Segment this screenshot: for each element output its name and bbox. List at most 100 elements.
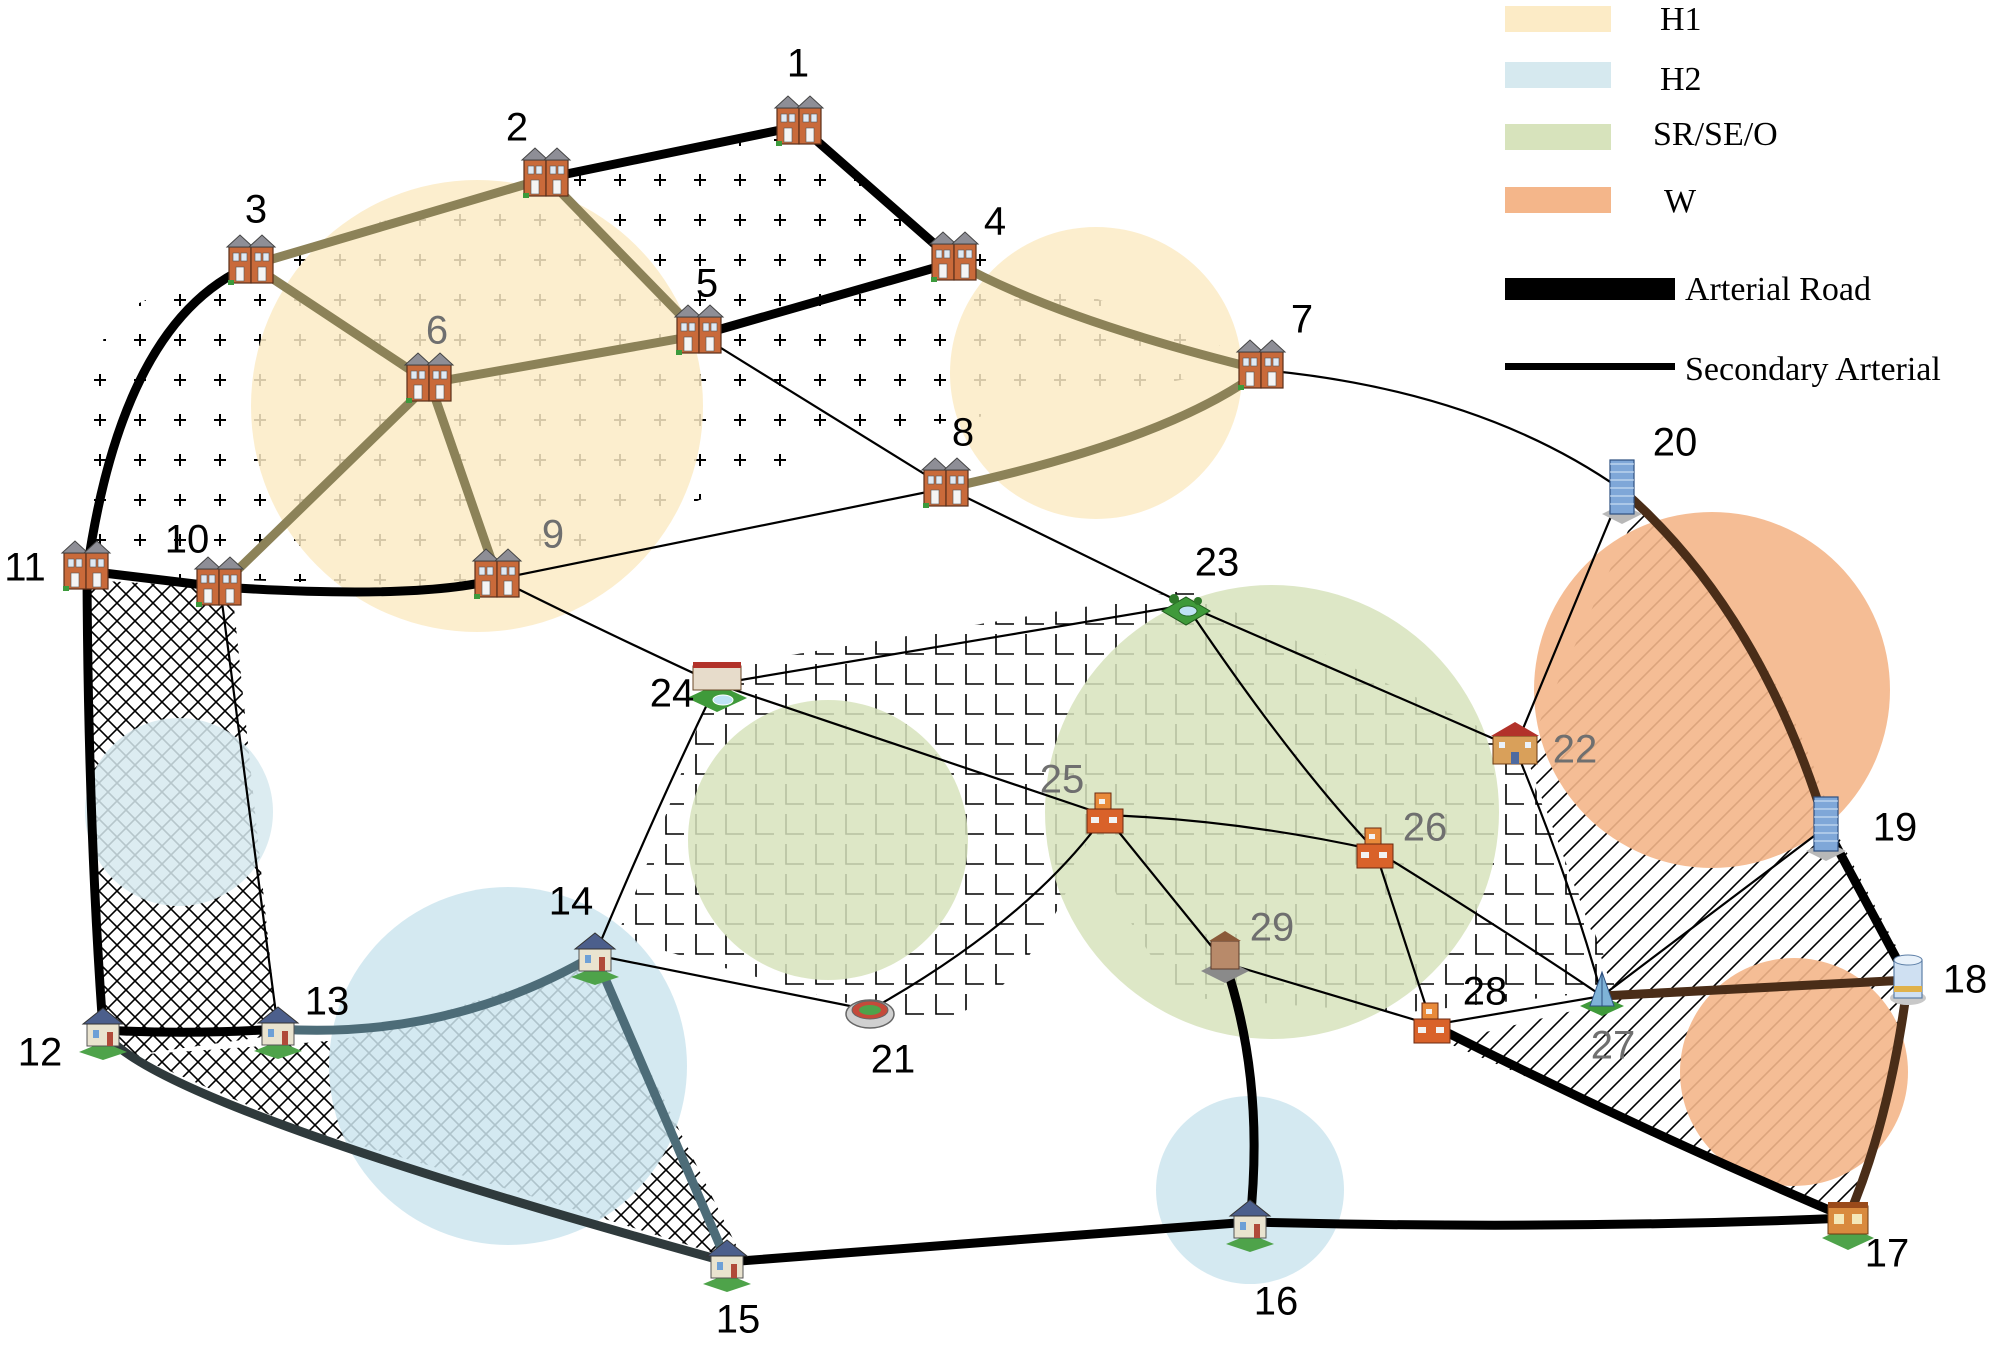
townhouse-icon xyxy=(773,95,825,146)
factory-icon xyxy=(1413,1002,1451,1044)
mall-icon xyxy=(687,662,747,712)
stadium-icon xyxy=(845,999,895,1029)
node-label-9: 9 xyxy=(542,513,564,557)
node-label-25: 25 xyxy=(1040,758,1085,802)
legend-arterial-swatch xyxy=(1505,278,1675,300)
arterial-road-11-12 xyxy=(82,566,108,1035)
skyscraper-icon xyxy=(1806,796,1846,861)
node-label-15: 15 xyxy=(716,1298,761,1342)
arterial-road-13-14 xyxy=(273,950,600,1035)
node-label-26: 26 xyxy=(1403,806,1448,850)
legend-swatch-w xyxy=(1505,187,1611,213)
secondary-road-21-25 xyxy=(868,813,1107,1012)
secondary-road-9-24 xyxy=(496,577,719,686)
arterial-road-1-2 xyxy=(542,121,805,183)
secondary-road-25-29 xyxy=(1103,813,1227,965)
townhouse-icon xyxy=(928,231,980,282)
townhouse-icon xyxy=(520,147,572,198)
secondary-road-23-26 xyxy=(1184,603,1377,852)
sr-circle-east xyxy=(1045,585,1499,1039)
sr-circle-west xyxy=(688,700,968,980)
node-label-20: 20 xyxy=(1653,421,1698,465)
arterial-road-14-15 xyxy=(590,950,732,1267)
legend-label-arterial: Arterial Road xyxy=(1685,271,1871,308)
arterial-road-12-13 xyxy=(98,1024,283,1037)
node-label-7: 7 xyxy=(1291,298,1313,342)
secondary-road-25-26 xyxy=(1103,813,1377,852)
arterial-road-3-6 xyxy=(247,260,435,388)
secondary-road-8-23 xyxy=(945,486,1188,607)
secondary-road-19-27 xyxy=(1600,825,1828,998)
legend: H1 H2 SR/SE/O W Arterial Road Secondary … xyxy=(1505,1,1941,388)
h2-circle-west xyxy=(85,718,273,906)
townhouse-icon xyxy=(403,352,455,403)
arterial-road-2-5 xyxy=(542,173,705,340)
legend-swatch-h2 xyxy=(1505,62,1611,88)
school-icon xyxy=(1491,722,1539,765)
townhouse-icon xyxy=(193,556,245,607)
node-label-3: 3 xyxy=(245,188,267,232)
house-icon xyxy=(1226,1199,1274,1252)
arterial-road-7-8 xyxy=(942,365,1267,493)
node-label-10: 10 xyxy=(165,518,210,562)
monument-icon xyxy=(1580,970,1624,1016)
townhouse-icon xyxy=(225,234,277,285)
house-icon xyxy=(254,1006,302,1059)
arterial-road-4-7 xyxy=(950,257,1267,375)
legend-label-sr: SR/SE/O xyxy=(1653,116,1778,153)
node-label-4: 4 xyxy=(984,200,1006,244)
node-label-29: 29 xyxy=(1250,906,1295,950)
secondary-road-22-27 xyxy=(1513,746,1604,998)
legend-label-secondary: Secondary Arterial xyxy=(1685,351,1941,388)
secondary-road-8-9 xyxy=(496,486,949,581)
node-label-11: 11 xyxy=(4,546,46,590)
w-circle-south xyxy=(1680,958,1908,1186)
arterial-road-2-3 xyxy=(247,173,552,270)
townhouse-icon xyxy=(471,548,523,599)
node-label-16: 16 xyxy=(1254,1280,1299,1324)
house-icon xyxy=(571,932,619,985)
node-label-18: 18 xyxy=(1943,958,1988,1002)
arterial-road-17-18 xyxy=(1843,975,1913,1223)
h1-circle-west xyxy=(251,180,703,632)
node-label-23: 23 xyxy=(1195,541,1240,585)
secondary-road-5-8 xyxy=(698,333,949,490)
house-icon xyxy=(703,1239,751,1292)
secondary-road-22-20 xyxy=(1513,488,1624,750)
factory-icon xyxy=(1356,827,1394,869)
townhouse-icon xyxy=(1235,339,1287,390)
node-label-8: 8 xyxy=(952,411,974,455)
arterial-road-19-20 xyxy=(1617,485,1831,832)
node-label-28: 28 xyxy=(1463,970,1508,1014)
node-label-13: 13 xyxy=(305,980,350,1024)
arterial-road-27-18 xyxy=(1597,975,1913,1001)
secondary-road-28-27 xyxy=(1430,994,1604,1027)
legend-swatch-sr xyxy=(1505,124,1611,150)
arterial-road-15-16 xyxy=(722,1217,1255,1267)
legend-secondary-swatch xyxy=(1505,363,1675,370)
node-label-22: 22 xyxy=(1553,728,1598,772)
townhouse-icon xyxy=(920,457,972,508)
secondary-road-29-28 xyxy=(1223,961,1434,1027)
arterial-road-6-9 xyxy=(425,378,503,584)
h2-circle-south xyxy=(329,887,687,1245)
arterial-road-16-17 xyxy=(1245,1213,1853,1230)
townhouse-icon xyxy=(673,304,725,355)
arterial-road-17-28 xyxy=(1427,1020,1853,1223)
node-label-17: 17 xyxy=(1865,1232,1910,1276)
arterial-road-3-11 xyxy=(82,260,257,576)
node-label-21: 21 xyxy=(871,1038,916,1082)
factory-icon xyxy=(1086,792,1124,834)
secondary-road-28-26 xyxy=(1373,848,1434,1027)
secondary-road-14-21 xyxy=(593,953,872,1012)
legend-label-h1: H1 xyxy=(1660,1,1702,38)
node-label-6: 6 xyxy=(426,309,448,353)
arterial-road-10-6 xyxy=(215,378,435,592)
house-icon xyxy=(79,1007,127,1060)
shop-icon xyxy=(1822,1202,1874,1250)
park-icon xyxy=(1161,594,1211,626)
node-label-27: 27 xyxy=(1591,1024,1636,1068)
arterial-road-16-29 xyxy=(1220,958,1259,1227)
